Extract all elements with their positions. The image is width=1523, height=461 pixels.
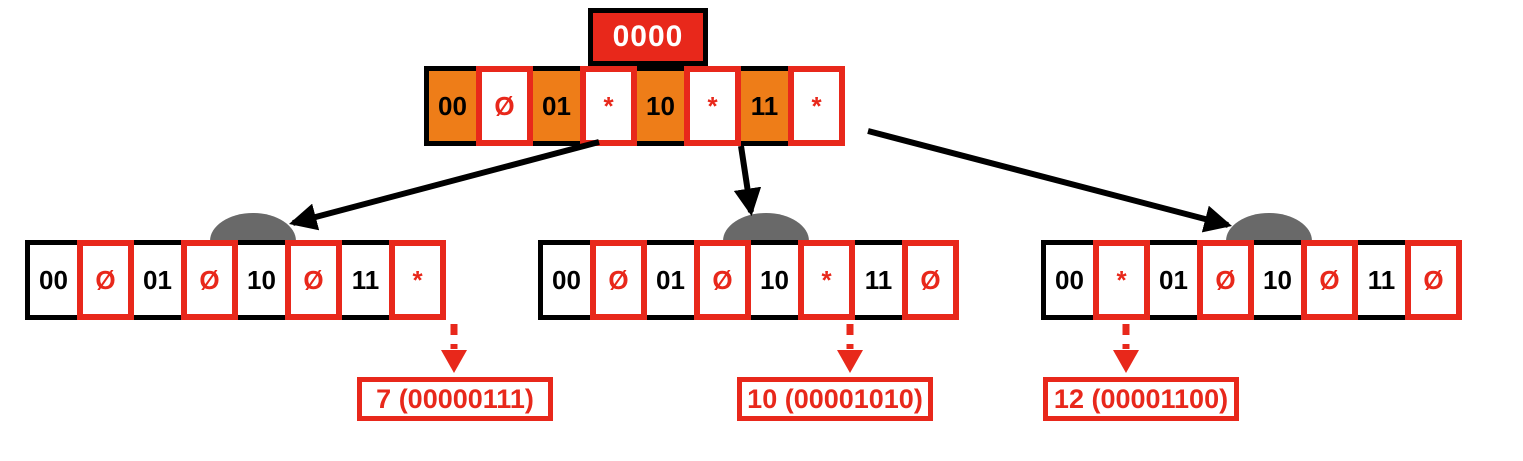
leaf-value-label: 7 (00000111)	[376, 383, 534, 414]
slot-key-11: 11	[736, 66, 793, 146]
child-pointer-arrow-right	[867, 128, 1233, 233]
slot-key-01: 01	[129, 240, 186, 320]
slot-key-10: 10	[233, 240, 290, 320]
slot-null: Ø	[694, 240, 751, 320]
root-node-slot-row: 00 Ø 01 * 10 * 11 *	[424, 66, 845, 146]
slot-leaf-pointer: *	[798, 240, 855, 320]
slot-pointer: *	[788, 66, 845, 146]
slot-pointer: *	[580, 66, 637, 146]
slot-null: Ø	[590, 240, 647, 320]
child-pointer-arrow-middle	[733, 145, 762, 217]
slot-null: Ø	[285, 240, 342, 320]
slot-null: Ø	[181, 240, 238, 320]
node-anchor-dome-right	[1226, 213, 1312, 241]
slot-pointer: *	[684, 66, 741, 146]
child-pointer-arrow-left	[288, 139, 600, 231]
leaf-value-label: 10 (00001010)	[747, 383, 923, 414]
slot-null: Ø	[476, 66, 533, 146]
slot-null: Ø	[77, 240, 134, 320]
leaf-arrow-head-left	[441, 350, 467, 373]
slot-leaf-pointer: *	[1093, 240, 1150, 320]
leaf-value-box-left: 7 (00000111)	[357, 377, 553, 421]
slot-leaf-pointer: *	[389, 240, 446, 320]
slot-key-11: 11	[1353, 240, 1410, 320]
leaf-value-box-right: 12 (00001100)	[1043, 377, 1239, 421]
slot-key-00: 00	[1041, 240, 1098, 320]
slot-key-01: 01	[1145, 240, 1202, 320]
slot-key-01: 01	[528, 66, 585, 146]
slot-key-11: 11	[850, 240, 907, 320]
child-node-right: 00 * 01 Ø 10 Ø 11 Ø	[1041, 240, 1462, 320]
child-node-middle: 00 Ø 01 Ø 10 * 11 Ø	[538, 240, 959, 320]
leaf-value-box-middle: 10 (00001010)	[737, 377, 933, 421]
slot-null: Ø	[1405, 240, 1462, 320]
slot-key-11: 11	[337, 240, 394, 320]
leaf-arrow-head-right	[1113, 350, 1139, 373]
root-node-header: 0000	[588, 8, 708, 66]
slot-null: Ø	[1301, 240, 1358, 320]
slot-key-00: 00	[538, 240, 595, 320]
slot-key-10: 10	[1249, 240, 1306, 320]
leaf-arrow-head-middle	[837, 350, 863, 373]
slot-key-01: 01	[642, 240, 699, 320]
child-node-left: 00 Ø 01 Ø 10 Ø 11 *	[25, 240, 446, 320]
root-node-label: 0000	[612, 20, 684, 53]
slot-null: Ø	[1197, 240, 1254, 320]
node-anchor-dome-middle	[723, 213, 809, 241]
slot-key-00: 00	[25, 240, 82, 320]
node-anchor-dome-left	[210, 213, 296, 241]
slot-key-10: 10	[746, 240, 803, 320]
slot-null: Ø	[902, 240, 959, 320]
slot-key-10: 10	[632, 66, 689, 146]
slot-key-00: 00	[424, 66, 481, 146]
leaf-value-label: 12 (00001100)	[1053, 383, 1229, 414]
